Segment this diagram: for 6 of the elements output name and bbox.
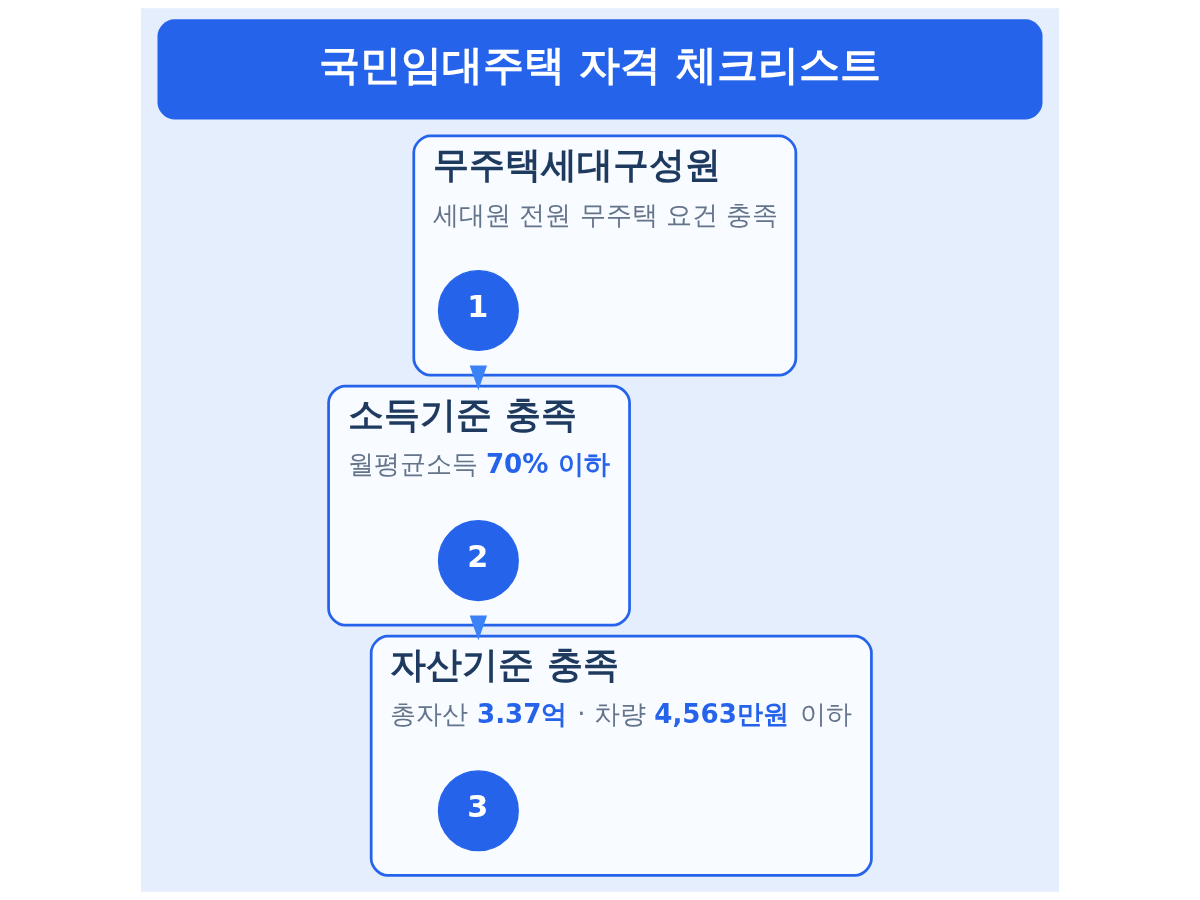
- node-circle: 2: [437, 520, 519, 602]
- arrow: [469, 365, 488, 391]
- arrow: [469, 615, 488, 641]
- node-circle: 3: [437, 770, 519, 852]
- diagram-title: 국민임대주택 자격 체크리스트: [318, 40, 881, 89]
- node-circle: 1: [437, 269, 519, 352]
